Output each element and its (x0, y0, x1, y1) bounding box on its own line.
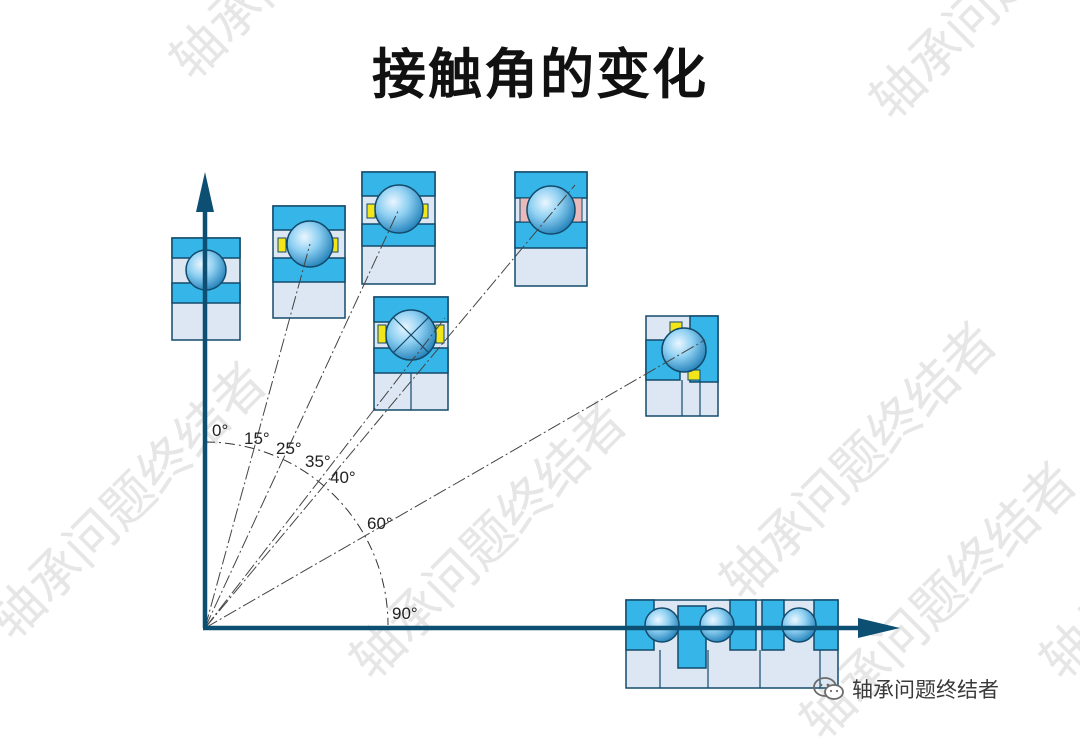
angle-line-35 (204, 184, 576, 629)
bearing-25deg (361, 171, 436, 285)
credit: 轴承问题终结者 (812, 674, 999, 704)
credit-text: 轴承问题终结者 (852, 678, 999, 702)
angle-label-90: 90° (392, 604, 418, 623)
bearing-40deg (373, 296, 449, 411)
angle-lines (204, 184, 706, 629)
angle-line-60 (204, 339, 706, 629)
bearing-15deg (272, 205, 346, 319)
wechat-icon (813, 677, 844, 700)
bearing-35deg (514, 171, 588, 287)
angle-arc (204, 441, 389, 626)
angle-label-15: 15° (244, 429, 270, 448)
y-axis (196, 172, 214, 628)
x-axis (203, 618, 900, 638)
bearing-90deg (625, 599, 839, 689)
angle-label-25: 25° (276, 439, 302, 458)
angle-label-40: 40° (330, 468, 356, 487)
angle-line-15 (204, 243, 311, 629)
bearing-60deg (645, 315, 719, 417)
angle-line-25 (204, 208, 400, 629)
angle-label-35: 35° (305, 452, 331, 471)
angle-label-60: 60° (367, 514, 393, 533)
page-title: 接触角的变化 (372, 42, 708, 106)
angle-line-40 (204, 317, 446, 629)
angle-label-0: 0° (212, 421, 228, 440)
